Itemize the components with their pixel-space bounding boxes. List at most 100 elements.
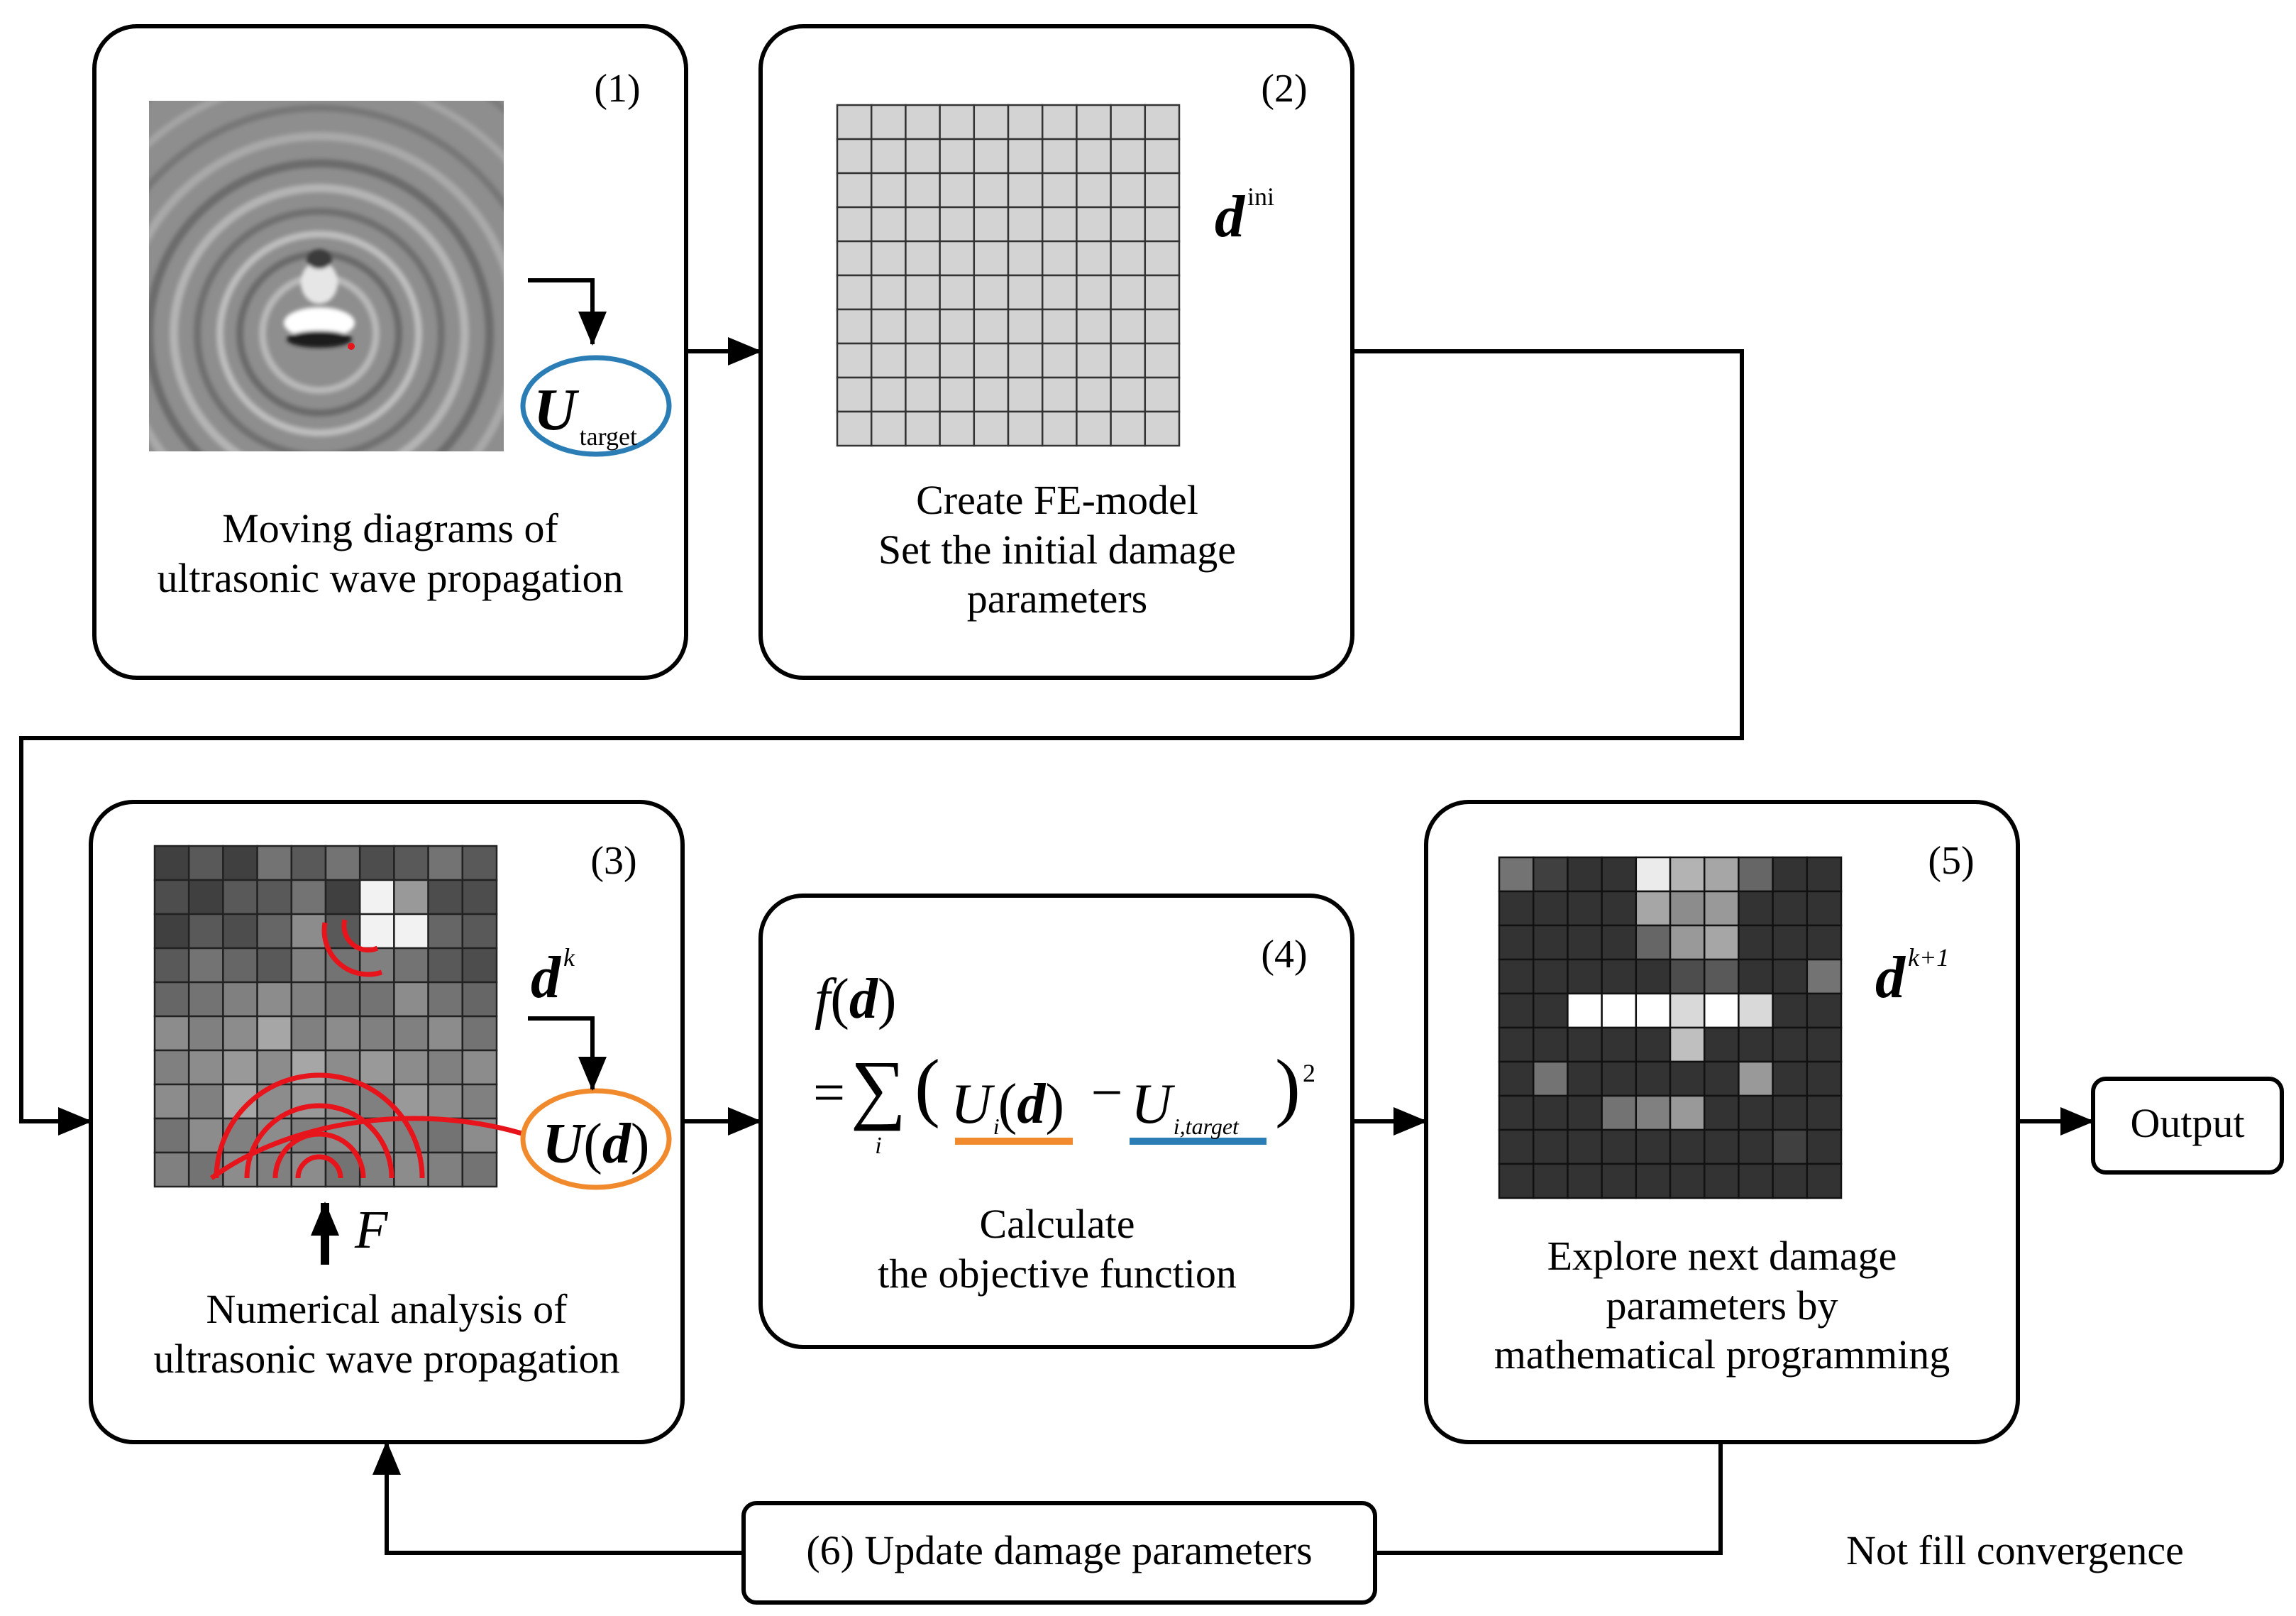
mesh-cell bbox=[973, 410, 1010, 447]
mesh-cell bbox=[1772, 924, 1809, 961]
mesh-cell bbox=[427, 913, 464, 950]
mesh-cell bbox=[153, 1083, 190, 1120]
mesh-cell bbox=[358, 1049, 395, 1086]
mesh-cell bbox=[358, 879, 395, 916]
mesh-cell bbox=[1669, 992, 1706, 1029]
mesh-cell bbox=[1110, 104, 1147, 141]
mesh-cell bbox=[153, 1049, 190, 1086]
mesh-cell bbox=[358, 913, 395, 950]
mesh-cell bbox=[1669, 856, 1706, 893]
mesh-cell bbox=[461, 913, 498, 950]
mesh-cell bbox=[1772, 1094, 1809, 1131]
mesh-cell bbox=[1041, 308, 1078, 345]
mesh-cell bbox=[939, 342, 976, 379]
mesh-cell bbox=[1110, 342, 1147, 379]
mesh-cell bbox=[1567, 992, 1603, 1029]
mesh-cell bbox=[905, 206, 941, 243]
mesh-cell bbox=[1110, 138, 1147, 175]
d-letter: d bbox=[849, 968, 878, 1030]
box-4-number: (4) bbox=[1261, 933, 1308, 977]
mesh-cell bbox=[1532, 1162, 1569, 1199]
mesh-cell bbox=[1567, 856, 1603, 893]
mesh-cell bbox=[870, 376, 907, 413]
u-letter: U bbox=[1131, 1073, 1172, 1136]
mesh-cell bbox=[153, 1117, 190, 1154]
mesh-cell bbox=[973, 172, 1010, 209]
mesh-cell bbox=[222, 879, 258, 916]
mesh-cell bbox=[461, 1151, 498, 1188]
mesh-cell bbox=[427, 845, 464, 881]
mesh-cell bbox=[1041, 240, 1078, 277]
mesh-cell bbox=[1144, 104, 1181, 141]
mesh-cell bbox=[1110, 274, 1147, 311]
mesh-cell bbox=[393, 879, 429, 916]
mesh-cell bbox=[1076, 274, 1112, 311]
wave-image bbox=[149, 101, 504, 451]
mesh-cell bbox=[939, 376, 976, 413]
mesh-cell bbox=[836, 274, 873, 311]
mesh-cell bbox=[870, 274, 907, 311]
mesh-cell bbox=[1806, 924, 1843, 961]
mesh-cell bbox=[1567, 890, 1603, 927]
mesh-cell bbox=[1007, 240, 1044, 277]
mesh-cell bbox=[1703, 1026, 1740, 1063]
mesh-cell bbox=[1567, 924, 1603, 961]
mesh-cell bbox=[1738, 856, 1774, 893]
mesh-cell bbox=[1635, 1128, 1672, 1165]
mesh-cell bbox=[187, 1083, 224, 1120]
mesh-cell bbox=[290, 947, 327, 984]
mesh-cell bbox=[1601, 992, 1638, 1029]
mesh-cell bbox=[1806, 1026, 1843, 1063]
mesh-cell bbox=[1772, 890, 1809, 927]
mesh-cell bbox=[256, 1015, 293, 1052]
mesh-cell bbox=[836, 376, 873, 413]
initial-mesh bbox=[836, 104, 1181, 447]
mesh-cell bbox=[1635, 958, 1672, 995]
mesh-cell bbox=[461, 879, 498, 916]
mesh-cell bbox=[973, 376, 1010, 413]
mesh-cell bbox=[973, 206, 1010, 243]
f-letter: f bbox=[815, 968, 831, 1030]
mesh-cell bbox=[1532, 924, 1569, 961]
mesh-cell bbox=[1041, 410, 1078, 447]
damage-mesh-k bbox=[153, 845, 498, 1188]
mesh-cell bbox=[1498, 890, 1535, 927]
mesh-cell bbox=[222, 947, 258, 984]
mesh-cell bbox=[153, 913, 190, 950]
box-1-number: (1) bbox=[594, 67, 641, 111]
mesh-cell bbox=[1532, 1060, 1569, 1097]
mesh-cell bbox=[153, 947, 190, 984]
mesh-cell bbox=[1635, 1060, 1672, 1097]
mesh-cell bbox=[1007, 308, 1044, 345]
mesh-cell bbox=[1076, 308, 1112, 345]
mesh-cell bbox=[1738, 1060, 1774, 1097]
mesh-cell bbox=[1076, 376, 1112, 413]
sum-sign: ∑ bbox=[850, 1045, 907, 1131]
mesh-cell bbox=[1806, 1060, 1843, 1097]
mesh-cell bbox=[1738, 958, 1774, 995]
mesh-cell bbox=[1532, 890, 1569, 927]
mesh-cell bbox=[1144, 172, 1181, 209]
mesh-cell bbox=[393, 1015, 429, 1052]
close-paren: ) bbox=[1275, 1045, 1301, 1129]
mesh-cell bbox=[1703, 1162, 1740, 1199]
mesh-cell bbox=[1041, 206, 1078, 243]
mesh-cell bbox=[1076, 104, 1112, 141]
mesh-cell bbox=[393, 947, 429, 984]
mesh-cell bbox=[905, 104, 941, 141]
mesh-cell bbox=[1144, 376, 1181, 413]
mesh-cell bbox=[1110, 206, 1147, 243]
mesh-cell bbox=[427, 947, 464, 984]
loop-box5-to-update bbox=[1375, 1442, 1723, 1555]
mesh-cell bbox=[1567, 1026, 1603, 1063]
mesh-cell bbox=[1669, 1026, 1706, 1063]
mesh-cell bbox=[1532, 992, 1569, 1029]
mesh-cell bbox=[1532, 1026, 1569, 1063]
mesh-cell bbox=[870, 104, 907, 141]
mesh-cell bbox=[358, 1015, 395, 1052]
mesh-cell bbox=[1041, 342, 1078, 379]
mesh-cell bbox=[290, 913, 327, 950]
